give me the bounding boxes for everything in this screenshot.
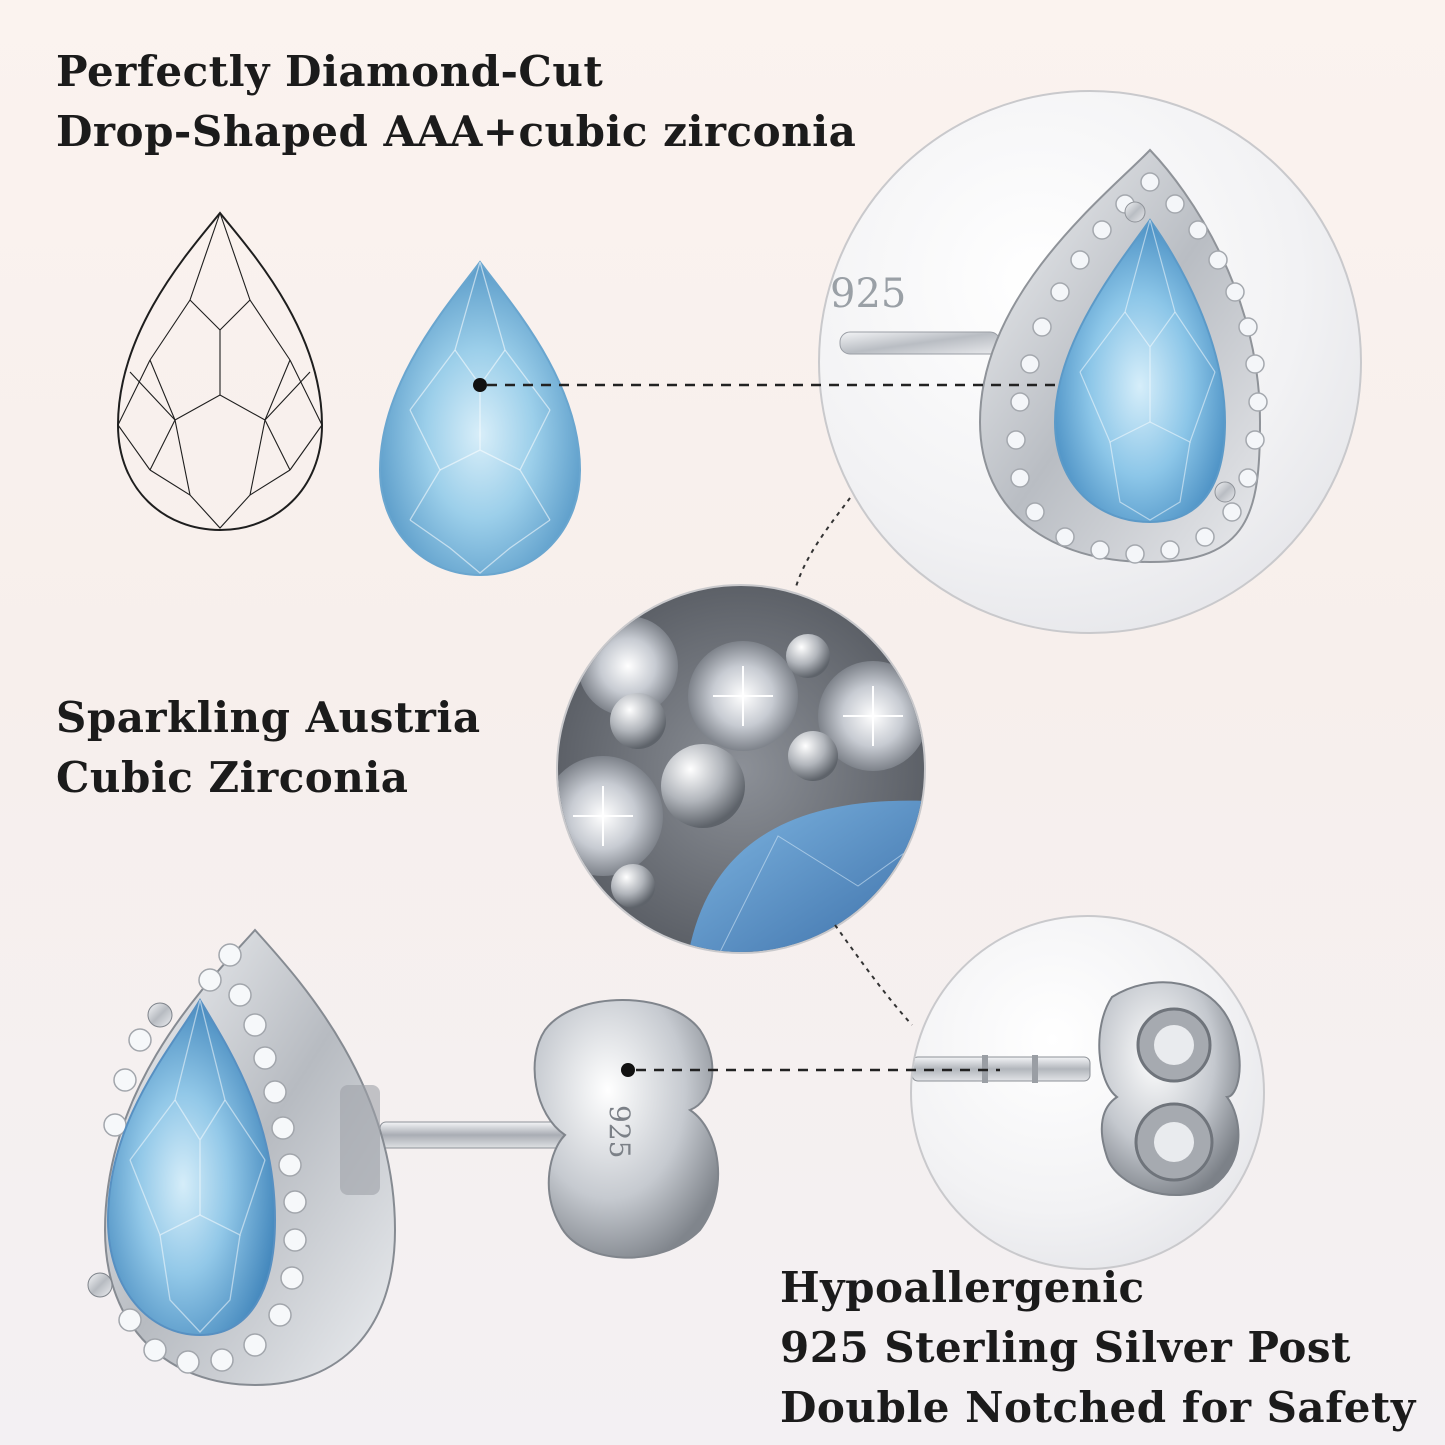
feature-heading-zirconia-line1: Sparkling Austria <box>56 693 481 742</box>
feature-heading-post-line3: Double Notched for Safety <box>780 1383 1416 1432</box>
feature-heading-post: Hypoallergenic 925 Sterling Silver Post … <box>780 1258 1416 1438</box>
gem-marker-dot <box>473 378 487 392</box>
feature-heading-cut: Perfectly Diamond-Cut Drop-Shaped AAA+cu… <box>56 42 856 162</box>
feature-heading-cut-line2: Drop-Shaped AAA+cubic zirconia <box>56 107 857 156</box>
zirconia-closeup-art <box>558 616 924 952</box>
earring-back-art <box>912 981 1241 1196</box>
leader-halo-to-zircon <box>794 497 851 591</box>
post-marker-dot <box>621 1063 635 1077</box>
halo-closeup-art: 925 <box>830 148 1268 564</box>
feature-heading-post-line2: 925 Sterling Silver Post <box>780 1323 1351 1372</box>
feature-heading-zirconia-line2: Cubic Zirconia <box>56 753 409 802</box>
feature-heading-post-line1: Hypoallergenic <box>780 1263 1145 1312</box>
feature-heading-cut-line1: Perfectly Diamond-Cut <box>56 47 604 96</box>
hallmark-main: 925 <box>603 1105 636 1158</box>
zirconia-closeup-circle <box>556 584 926 954</box>
feature-heading-zirconia: Sparkling Austria Cubic Zirconia <box>56 688 481 808</box>
earring-back-circle <box>910 915 1265 1270</box>
hallmark-closeup: 925 <box>830 271 906 317</box>
halo-closeup-circle: 925 <box>818 90 1362 634</box>
leader-zircon-to-back <box>834 924 913 1026</box>
